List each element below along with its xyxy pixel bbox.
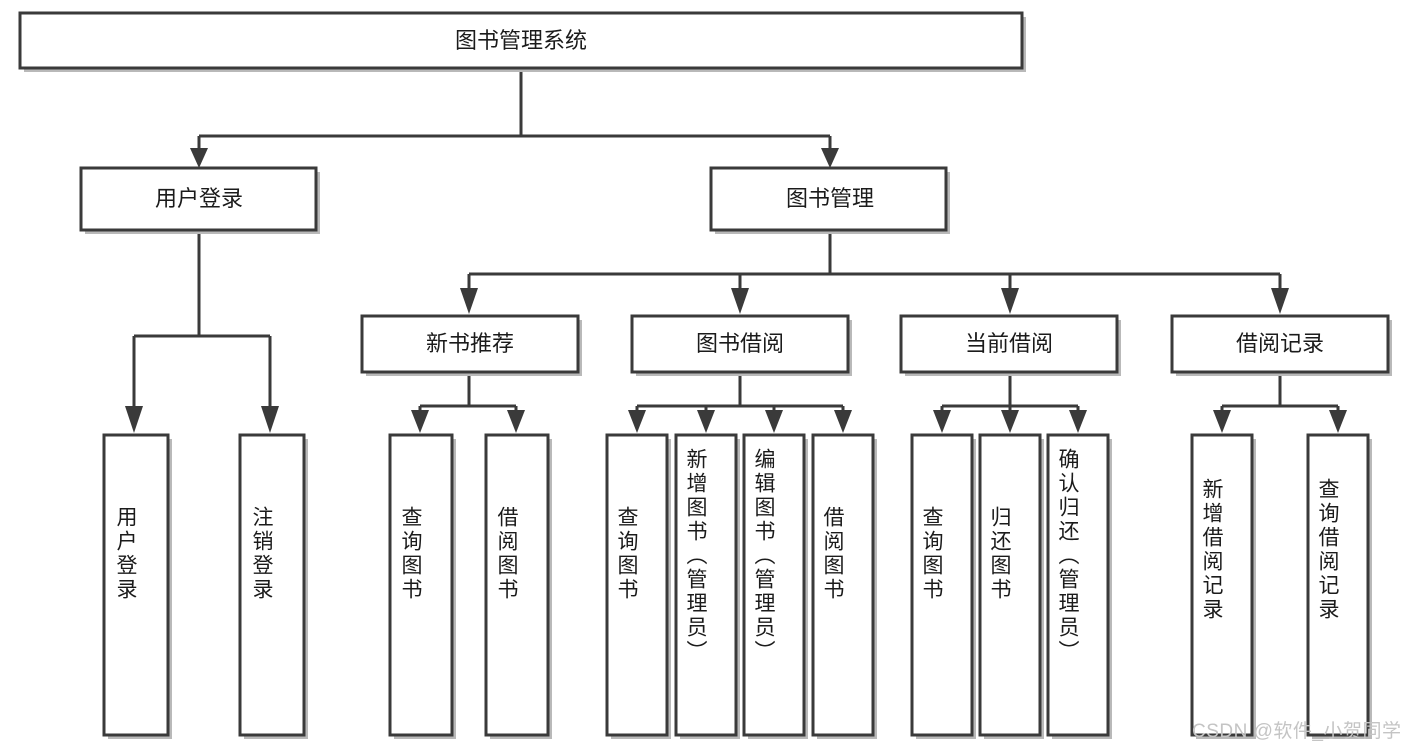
- leaf-currentborrow-return-box[interactable]: [978, 433, 1042, 737]
- node-current-borrow-label: 当前借阅: [965, 331, 1053, 356]
- leaf-node-bookborrow-edit[interactable]: [742, 433, 808, 739]
- node-book-management-label: 图书管理: [786, 186, 874, 211]
- arrow-root-to-user-login: [190, 148, 208, 168]
- node-root-label: 图书管理系统: [455, 28, 587, 53]
- node-new-book-recommend-label: 新书推荐: [426, 331, 514, 356]
- leaf-bookborrow-query-box[interactable]: [605, 433, 669, 737]
- leaf-node-user-login[interactable]: [102, 433, 172, 739]
- node-current-borrow-box[interactable]: [899, 314, 1119, 374]
- leaf-node-logout[interactable]: [238, 433, 308, 739]
- arrow-borrowrecord-leaf-1: [1213, 410, 1231, 433]
- leaf-node-currentborrow-return[interactable]: [978, 433, 1044, 739]
- arrow-bookborrow-leaf-4: [834, 410, 852, 433]
- leaf-node-bookborrow-add[interactable]: [674, 433, 740, 739]
- leaf-record-add-box[interactable]: [1190, 433, 1254, 737]
- arrow-to-leaf-logout: [261, 406, 279, 433]
- leaf-newbook-borrow-box[interactable]: [484, 433, 550, 737]
- node-borrow-record[interactable]: 借阅记录: [1170, 314, 1392, 376]
- arrow-currentborrow-leaf-2: [1001, 410, 1019, 433]
- arrow-newbook-leaf-2: [507, 410, 525, 433]
- arrow-currentborrow-leaf-1: [933, 410, 951, 433]
- arrow-currentborrow-leaf-3: [1069, 410, 1087, 433]
- node-new-book-recommend[interactable]: 新书推荐: [360, 314, 582, 376]
- leaf-node-newbook-borrow[interactable]: [484, 433, 552, 739]
- node-new-book-recommend-box[interactable]: [360, 314, 580, 374]
- node-book-management[interactable]: 图书管理: [709, 166, 950, 234]
- node-root-box[interactable]: [18, 11, 1024, 70]
- leaf-currentborrow-query-box[interactable]: [910, 433, 974, 737]
- leaf-newbook-query-box[interactable]: [388, 433, 454, 737]
- leaf-node-bookborrow-borrow[interactable]: [811, 433, 877, 739]
- arrow-to-book-borrow: [731, 288, 749, 314]
- node-root[interactable]: 图书管理系统: [18, 11, 1026, 72]
- node-user-login-label: 用户登录: [155, 186, 243, 211]
- leaf-bookborrow-add-box[interactable]: [674, 433, 738, 737]
- connector-layer: [125, 70, 1347, 433]
- leaf-node-currentborrow-query[interactable]: [910, 433, 976, 739]
- node-current-borrow[interactable]: 当前借阅: [899, 314, 1121, 376]
- node-book-borrow-box[interactable]: [630, 314, 850, 374]
- leaf-node-currentborrow-confirm[interactable]: [1046, 433, 1112, 739]
- arrow-to-new-book-recommend: [460, 288, 478, 314]
- arrow-bookborrow-leaf-2: [697, 410, 715, 433]
- leaf-logout-box[interactable]: [238, 433, 306, 737]
- node-book-borrow-label: 图书借阅: [696, 331, 784, 356]
- node-user-login[interactable]: 用户登录: [79, 166, 320, 234]
- leaf-node-record-query[interactable]: [1306, 433, 1372, 739]
- node-book-borrow[interactable]: 图书借阅: [630, 314, 852, 376]
- leaf-node-bookborrow-query[interactable]: [605, 433, 671, 739]
- csdn-watermark: CSDN @软件_小贺同学: [1192, 721, 1402, 742]
- leaf-user-login-box[interactable]: [102, 433, 170, 737]
- leaf-bookborrow-borrow-box[interactable]: [811, 433, 875, 737]
- arrow-to-current-borrow: [1001, 288, 1019, 314]
- leaf-bookborrow-edit-box[interactable]: [742, 433, 806, 737]
- leaf-node-newbook-query[interactable]: [388, 433, 456, 739]
- node-borrow-record-box[interactable]: [1170, 314, 1390, 374]
- node-borrow-record-label: 借阅记录: [1236, 331, 1324, 356]
- node-book-management-box[interactable]: [709, 166, 948, 232]
- leaf-node-record-add[interactable]: [1190, 433, 1256, 739]
- arrow-bookborrow-leaf-1: [628, 410, 646, 433]
- arrow-root-to-book-mgmt: [821, 148, 839, 168]
- arrow-to-borrow-record: [1271, 288, 1289, 314]
- node-user-login-box[interactable]: [79, 166, 318, 232]
- arrow-to-leaf-user-login: [125, 406, 143, 433]
- arrow-bookborrow-leaf-3: [765, 410, 783, 433]
- arrow-borrowrecord-leaf-2: [1329, 410, 1347, 433]
- leaf-record-query-box[interactable]: [1306, 433, 1370, 737]
- arrow-newbook-leaf-1: [411, 410, 429, 433]
- leaf-currentborrow-confirm-box[interactable]: [1046, 433, 1110, 737]
